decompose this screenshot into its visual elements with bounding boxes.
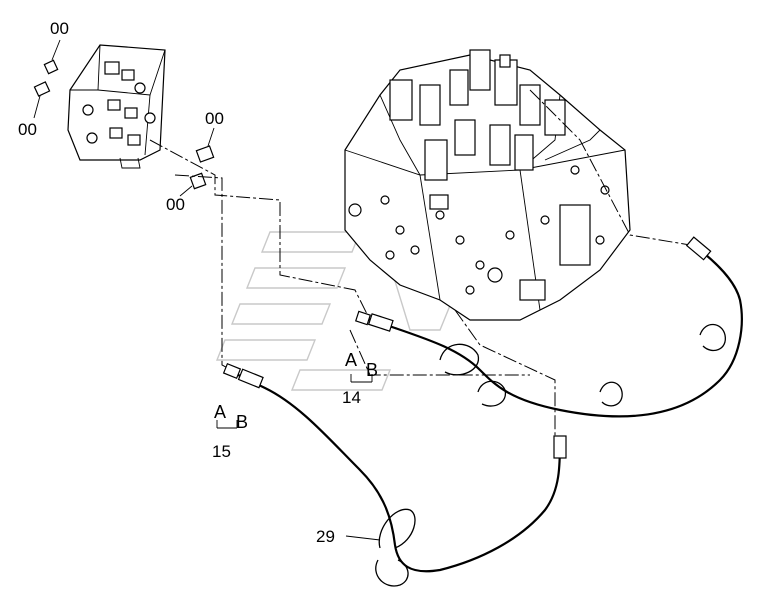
hose-14-number-label: 14 [342, 388, 361, 407]
hose-14-end-a-label: A [345, 350, 357, 370]
hose-clamps-upper [439, 323, 726, 407]
main-control-valve [344, 49, 631, 321]
fitting-right-lower-label: 00 [166, 195, 185, 214]
clamp-29-number-label: 29 [316, 527, 335, 546]
fitting-left-label: 00 [18, 120, 37, 139]
fitting-top [43, 39, 61, 75]
hose-15-end-b-label: B [236, 412, 248, 432]
fitting-left [33, 81, 51, 119]
hose-14-end-b-label: B [366, 360, 378, 380]
hose-15-number-label: 15 [212, 442, 231, 461]
hose-14 [350, 236, 743, 418]
hose-15-end-a-label: A [214, 402, 226, 422]
fitting-right-upper [195, 127, 215, 163]
fitting-right-upper-label: 00 [205, 109, 224, 128]
pilot-valve-block [67, 44, 166, 169]
fitting-top-label: 00 [50, 19, 69, 38]
hose-clamp-29 [345, 508, 416, 587]
